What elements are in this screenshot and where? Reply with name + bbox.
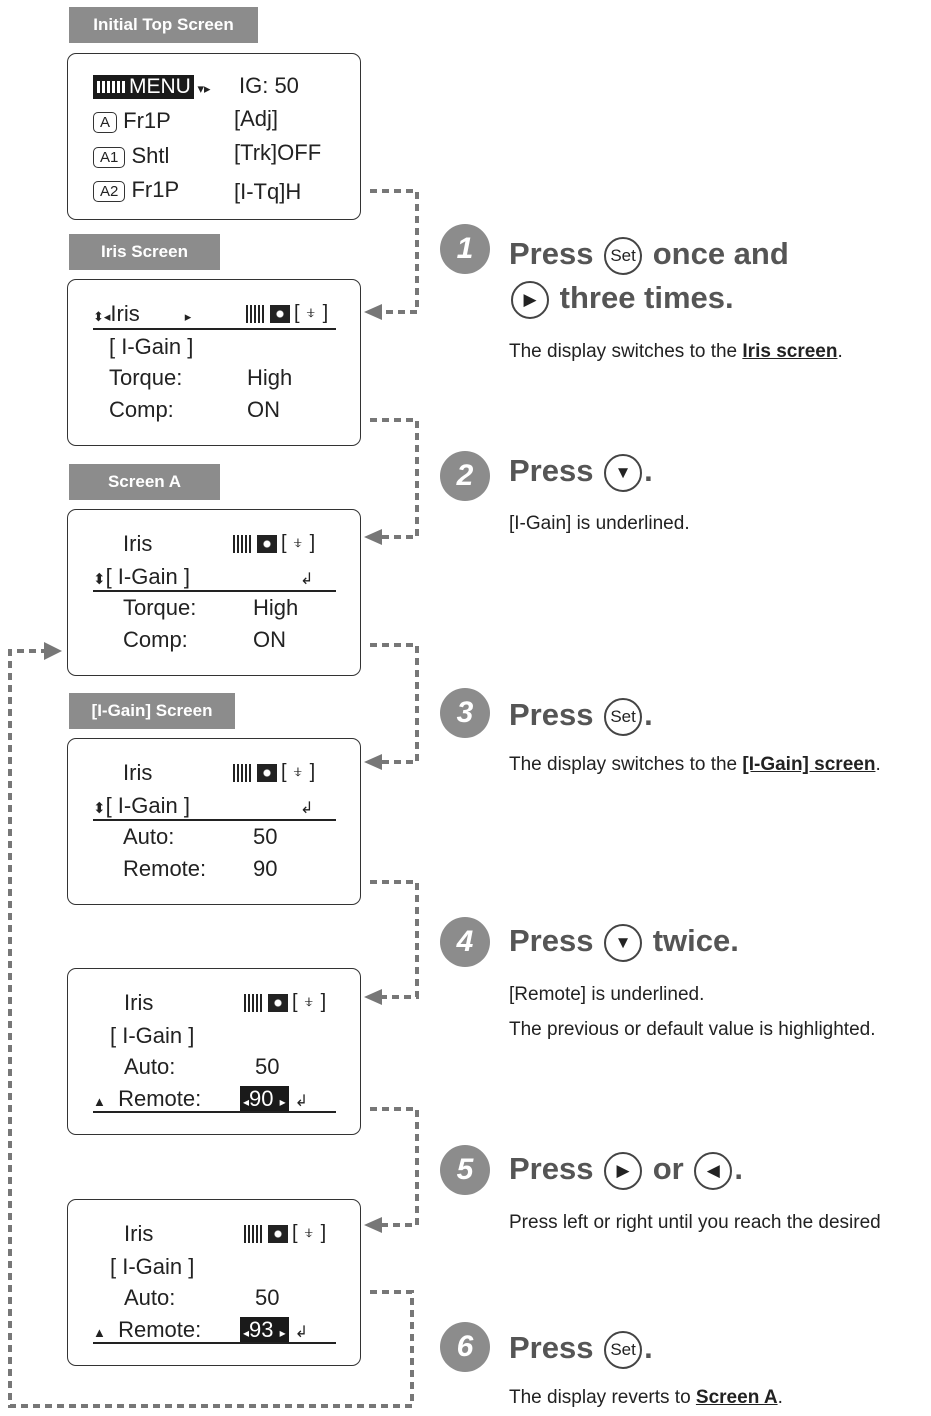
auto-label: Auto: xyxy=(123,824,175,849)
comp-label: Comp: xyxy=(109,397,174,422)
grid-icon xyxy=(246,304,266,323)
step-2-description: [I-Gain] is underlined. xyxy=(509,513,690,534)
step-1-badge: 1 xyxy=(440,224,490,274)
right-button-icon: ▶ xyxy=(511,280,549,319)
down-button-icon: ▼ xyxy=(604,453,643,492)
mode-label: ⬍[ I-Gain ]↲ xyxy=(93,793,314,818)
mode-label: [ I-Gain ] xyxy=(109,334,194,359)
menu-grid-icon xyxy=(97,81,125,93)
torque-label: Torque: xyxy=(123,595,197,620)
step-3-badge: 3 xyxy=(440,688,490,738)
auto-value: 50 xyxy=(255,1054,280,1079)
comp-value: ON xyxy=(253,627,286,652)
step-6-description: The display reverts to Screen A. xyxy=(509,1387,783,1408)
set-button-icon: Set xyxy=(604,236,643,275)
step-4-description: [Remote] is underlined. xyxy=(509,984,705,1005)
step-2-badge: 2 xyxy=(440,451,490,501)
comp-value: ON xyxy=(247,397,280,422)
down-button-icon: ▼ xyxy=(604,923,643,962)
auto-label: Auto: xyxy=(124,1285,176,1310)
lcd-iris-screen: ⬍◂Iris▸ [ ⍖ ] [ I-Gain ] Torque: High Co… xyxy=(67,279,361,446)
ig-value: IG: 50 xyxy=(239,73,299,98)
status-icons: [ ⍖ ] xyxy=(233,532,315,555)
set-button-icon: Set xyxy=(604,697,643,736)
lcd-remote-underlined: Iris [ ⍖ ] [ I-Gain ] Auto: 50 ▲ Remote:… xyxy=(67,968,361,1135)
step-4-heading: Press ▼ twice. xyxy=(509,923,739,962)
torque-label: Torque: xyxy=(109,365,183,390)
gear-icon xyxy=(270,304,290,323)
step-6-badge: 6 xyxy=(440,1322,490,1372)
row-a1: A1 Shtl xyxy=(93,143,169,169)
mode-label: [ I-Gain ] xyxy=(110,1023,195,1048)
grid-icon xyxy=(244,1224,264,1243)
status-icons: [ ⍖ ] xyxy=(246,302,328,325)
gear-icon xyxy=(268,993,288,1012)
auto-value: 50 xyxy=(253,824,278,849)
auto-label: Auto: xyxy=(124,1054,176,1079)
auto-value: 50 xyxy=(255,1285,280,1310)
gear-icon xyxy=(268,1224,288,1243)
row-a2: A2 Fr1P xyxy=(93,177,179,203)
row-a1-value: [Trk]OFF xyxy=(234,140,322,165)
lcd-igain-screen: Iris [ ⍖ ] ⬍[ I-Gain ]↲ Auto: 50 Remote:… xyxy=(67,738,361,905)
remote-row: ▲ Remote: xyxy=(93,1086,202,1111)
left-button-icon: ◀ xyxy=(694,1151,733,1190)
iris-title: Iris xyxy=(124,1221,154,1246)
mode-label: ⬍[ I-Gain ]↲ xyxy=(93,564,314,589)
tab-iris-screen: Iris Screen xyxy=(69,234,220,270)
grid-icon xyxy=(233,534,253,553)
iris-title: Iris xyxy=(123,531,153,556)
step-1-heading-line2: ▶ three times. xyxy=(509,280,734,319)
step-5-heading: Press ▶ or ◀. xyxy=(509,1151,743,1190)
step-1-heading: Press Set once and xyxy=(509,236,789,275)
iris-title: Iris xyxy=(124,990,154,1015)
mode-label: [ I-Gain ] xyxy=(110,1254,195,1279)
remote-value-highlight: ◂93 ▸↲ xyxy=(240,1317,308,1343)
iris-title: Iris xyxy=(123,760,153,785)
step-4-description-2: The previous or default value is highlig… xyxy=(509,1019,876,1040)
remote-label: Remote: xyxy=(123,856,207,881)
grid-icon xyxy=(244,993,264,1012)
status-icons: [ ⍖ ] xyxy=(244,1222,326,1245)
row-a-value: [Adj] xyxy=(234,106,279,131)
tab-initial-top-screen: Initial Top Screen xyxy=(69,7,258,43)
status-icons: [ ⍖ ] xyxy=(233,761,315,784)
gear-icon xyxy=(257,763,277,782)
right-button-icon: ▶ xyxy=(604,1151,643,1190)
torque-value: High xyxy=(247,365,293,390)
step-2-heading: Press ▼. xyxy=(509,453,653,492)
status-icons: [ ⍖ ] xyxy=(244,991,326,1014)
lcd-screen-a: Iris [ ⍖ ] ⬍[ I-Gain ]↲ Torque: High Com… xyxy=(67,509,361,676)
step-1-description: The display switches to the Iris screen. xyxy=(509,341,843,362)
tab-screen-a: Screen A xyxy=(69,464,220,500)
set-button-icon: Set xyxy=(604,1330,643,1369)
right-arrow-icon: ▸ xyxy=(184,309,192,324)
step-4-badge: 4 xyxy=(440,917,490,967)
remote-row: ▲ Remote: xyxy=(93,1317,202,1342)
step-6-heading: Press Set. xyxy=(509,1330,653,1369)
step-3-heading: Press Set. xyxy=(509,697,653,736)
lcd-initial-top-screen: MENU ▾▸ IG: 50 A Fr1P [Adj] A1 Shtl [Trk… xyxy=(67,53,361,220)
gear-icon xyxy=(257,534,277,553)
lcd-remote-adjusted: Iris [ ⍖ ] [ I-Gain ] Auto: 50 ▲ Remote:… xyxy=(67,1199,361,1366)
remote-value-highlight: ◂90 ▸↲ xyxy=(240,1086,308,1112)
remote-value: 90 xyxy=(253,856,278,881)
grid-icon xyxy=(233,763,253,782)
step-3-description: The display switches to the [I-Gain] scr… xyxy=(509,754,881,775)
comp-label: Comp: xyxy=(123,627,188,652)
tab-igain-screen: [I-Gain] Screen xyxy=(69,693,235,729)
menu-indicator: MENU ▾▸ xyxy=(93,73,211,99)
torque-value: High xyxy=(253,595,299,620)
iris-title: ⬍◂Iris▸ xyxy=(93,301,192,326)
row-a: A Fr1P xyxy=(93,108,171,134)
step-5-description: Press left or right until you reach the … xyxy=(509,1212,881,1233)
updown-arrow-icon: ⬍◂ xyxy=(93,309,111,324)
row-a2-value: [I-Tq]H xyxy=(234,179,302,204)
step-5-badge: 5 xyxy=(440,1145,490,1195)
